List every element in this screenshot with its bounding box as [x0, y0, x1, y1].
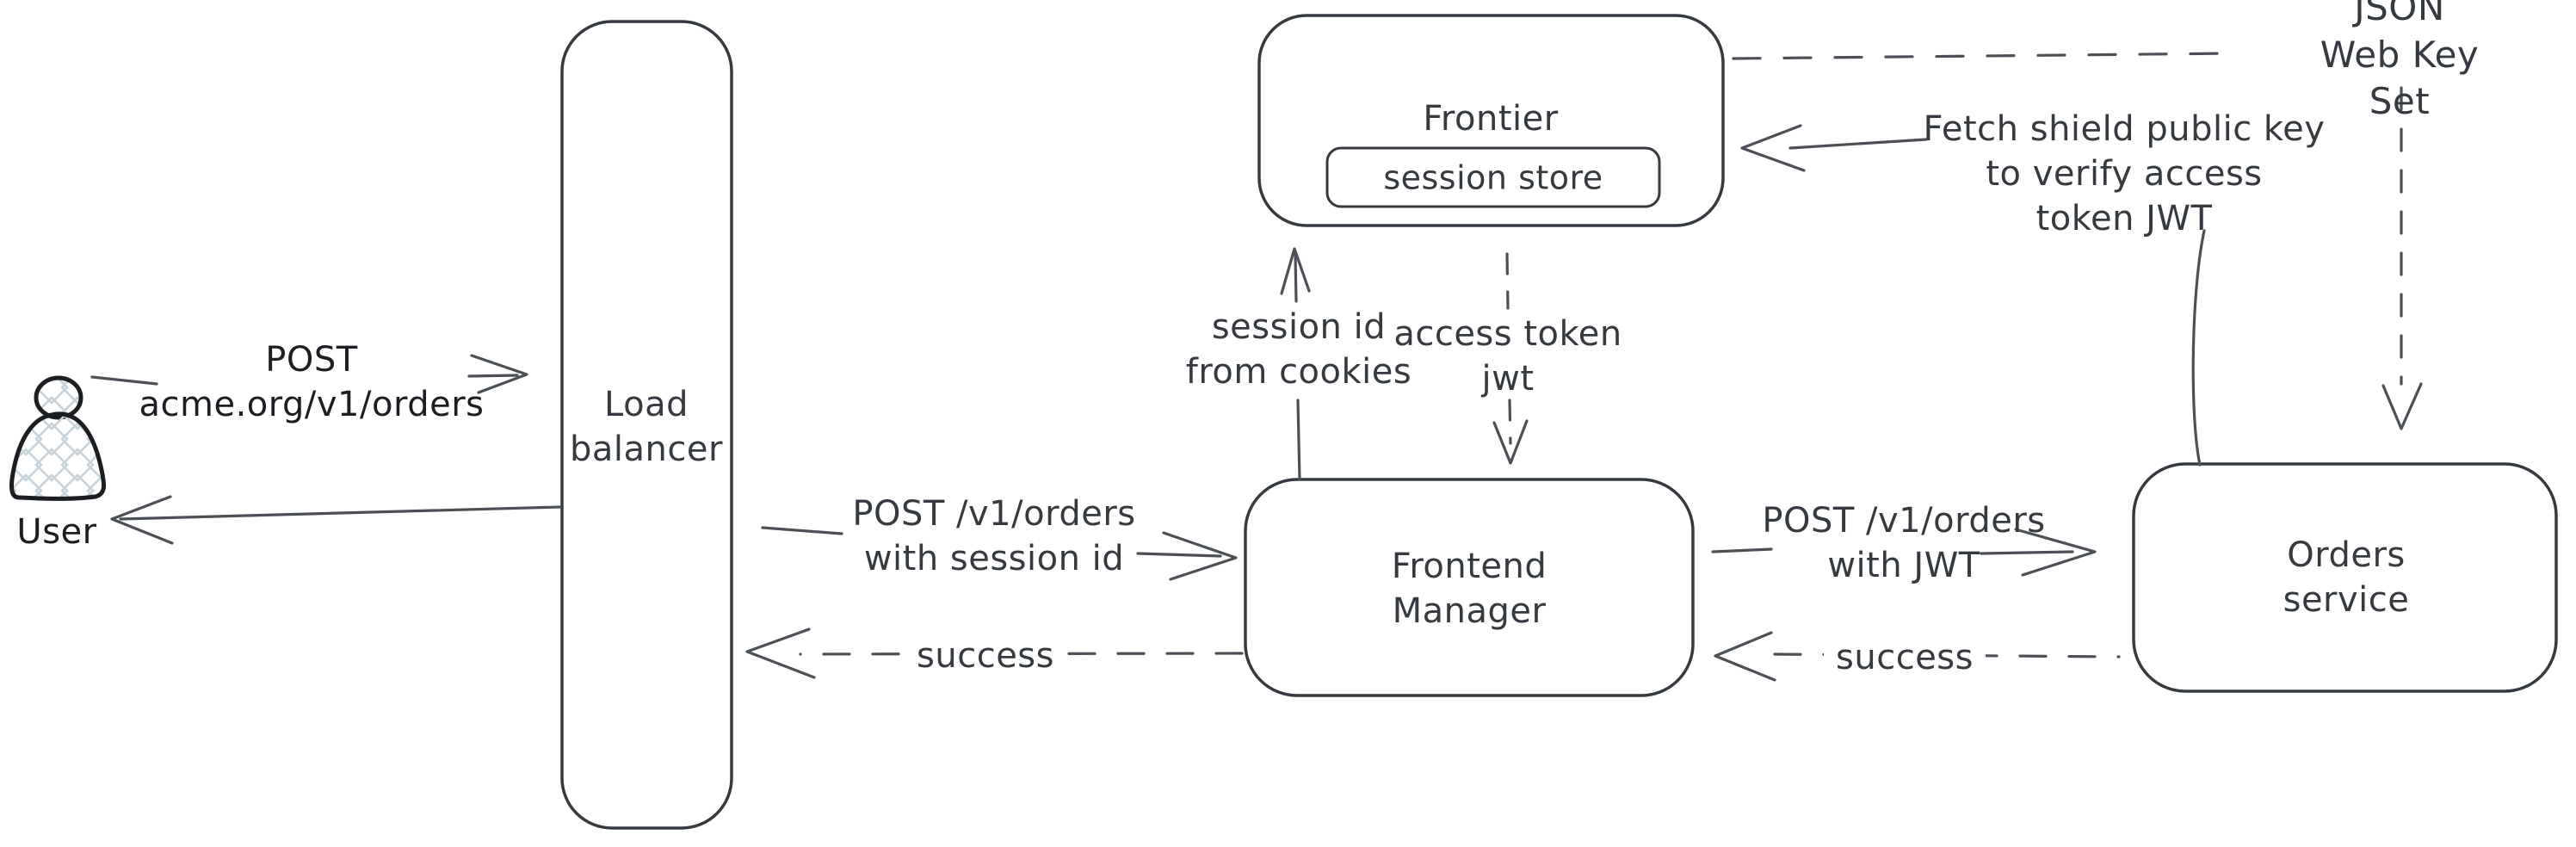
edge-label-success-left: success: [905, 634, 1066, 678]
session-store-box[interactable]: [1325, 146, 1661, 208]
arrow-frontend-manager-to-frontier[interactable]: [1280, 247, 1311, 481]
arrow-frontier-to-frontend-manager[interactable]: [1492, 252, 1529, 465]
line-frontier-to-jwks[interactable]: [1732, 52, 2231, 60]
user-label: User: [16, 512, 97, 552]
arrow-frontend-manager-to-orders-service[interactable]: [1711, 528, 2097, 577]
load-balancer-label: Load balancer: [570, 385, 723, 469]
arrow-jwks-to-orders-service[interactable]: [2381, 86, 2423, 430]
user-icon[interactable]: [9, 375, 107, 501]
edge-label-post-acme-orders: POST acme.org/v1/orders: [139, 340, 485, 424]
orders-service-label: Orders service: [2283, 535, 2410, 620]
edge-label-access-token-jwt: access token jwt: [1393, 314, 1622, 399]
edge-label-session-id-from-cookies: session id from cookies: [1185, 307, 1412, 392]
load-balancer-box[interactable]: [560, 20, 733, 830]
edge-label-fetch-shield-public-key: Fetch shield public key to verify access…: [1923, 109, 2326, 238]
frontier-label: Frontier: [1423, 99, 1559, 139]
orders-service-box[interactable]: [2132, 462, 2558, 693]
edge-label-success-right: success: [1824, 635, 1986, 680]
arrow-user-to-load-balancer[interactable]: [90, 354, 528, 394]
frontend-manager-box[interactable]: [1244, 478, 1695, 697]
edge-label-post-orders-jwt: POST /v1/orders with JWT: [1762, 501, 2046, 585]
arrow-load-balancer-to-frontend-manager[interactable]: [761, 526, 1238, 581]
arrow-load-balancer-to-user[interactable]: [110, 495, 562, 545]
jwks-label: JSON Web Key Set: [2320, 0, 2480, 123]
arrow-orders-service-to-frontier[interactable]: [1740, 124, 2206, 467]
edge-label-post-orders-session-id: POST /v1/orders with session id: [852, 494, 1136, 578]
frontend-manager-label: Frontend Manager: [1391, 547, 1547, 631]
session-store-label: session store: [1383, 158, 1603, 197]
